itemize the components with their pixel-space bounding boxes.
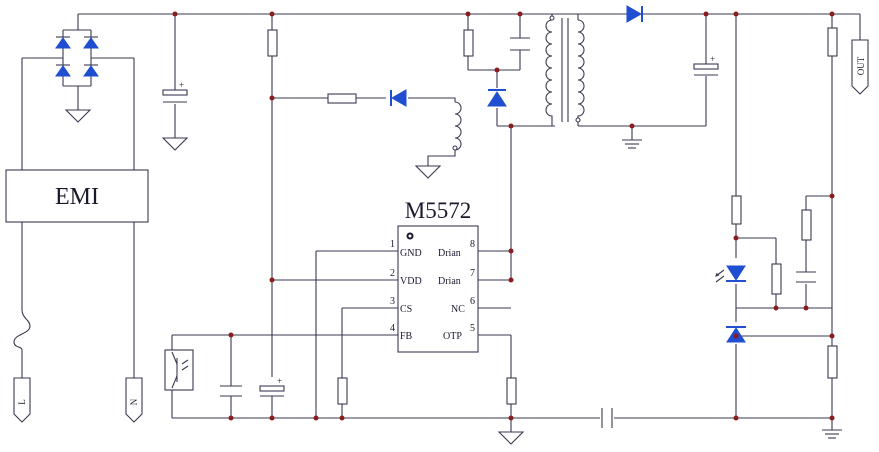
controller-ic: M5572 1 GND 2 VDD 3 CS 4 FB 8 Drian 7 Dr… — [390, 198, 479, 353]
divider-bottom-resistor — [827, 345, 838, 379]
svg-text:CS: CS — [400, 304, 412, 315]
secondary-winding — [577, 19, 585, 118]
bridge-diode-3 — [55, 65, 71, 77]
vdd-capacitor: + — [259, 376, 285, 397]
ic-left-pins: 1 GND 2 VDD 3 CS 4 FB — [390, 239, 422, 342]
primary-winding — [545, 19, 553, 118]
svg-text:8: 8 — [470, 239, 475, 250]
ic-name: M5572 — [405, 198, 471, 223]
fb-capacitor — [220, 385, 242, 397]
divider-top-resistor — [801, 209, 812, 241]
bridge-rectifier — [55, 36, 99, 77]
ground-bridge — [64, 109, 92, 123]
comp-resistor — [771, 263, 782, 295]
bridge-diode-4 — [83, 65, 99, 77]
ground-output — [822, 429, 842, 439]
terminal-neutral: N — [125, 377, 143, 423]
svg-text:5: 5 — [470, 323, 475, 334]
svg-text:OUT: OUT — [856, 56, 866, 75]
led-resistor — [731, 195, 742, 225]
ground-symbols — [64, 109, 842, 445]
svg-text:6: 6 — [470, 296, 475, 307]
aux-resistor — [327, 93, 357, 104]
snubber-capacitor — [510, 37, 530, 51]
ground-aux — [414, 165, 442, 179]
ground-secondary — [622, 139, 642, 149]
svg-text:+: + — [710, 54, 715, 64]
svg-text:4: 4 — [390, 323, 395, 334]
diodes — [390, 5, 746, 343]
cs-resistor — [337, 377, 348, 405]
svg-text:1: 1 — [390, 239, 395, 250]
bridge-diode-1 — [55, 37, 71, 49]
svg-text:VDD: VDD — [400, 276, 422, 287]
bridge-diode-2 — [83, 37, 99, 49]
ic-right-pins: 8 Drian 7 Drian 6 NC 5 OTP — [438, 239, 475, 342]
terminal-line: L — [13, 377, 31, 423]
svg-text:OTP: OTP — [443, 331, 462, 342]
svg-text:Drian: Drian — [438, 276, 461, 287]
ground-bulk — [161, 137, 189, 151]
wiring — [21, 13, 860, 432]
snubber-diode — [487, 89, 507, 107]
emi-filter-block: EMI — [5, 169, 149, 223]
snubber-resistor — [463, 29, 474, 57]
svg-text:NC: NC — [451, 304, 465, 315]
startup-resistor — [267, 29, 278, 57]
comp-capacitor — [796, 271, 816, 283]
svg-text:FB: FB — [400, 331, 413, 342]
dummy-load-resistor — [827, 27, 838, 57]
svg-text:Drian: Drian — [438, 248, 461, 259]
terminal-output: OUT — [851, 14, 869, 95]
output-capacitor: + — [693, 54, 719, 76]
optocoupler-led — [715, 265, 746, 283]
flyback-transformer — [452, 15, 585, 151]
aux-winding — [454, 101, 462, 151]
capacitors: + + + — [162, 37, 816, 428]
ground-primary — [497, 431, 525, 445]
svg-text:+: + — [277, 376, 282, 386]
svg-text:7: 7 — [470, 268, 475, 279]
junction-dots — [172, 11, 835, 421]
svg-text:GND: GND — [400, 248, 422, 259]
aux-diode — [390, 89, 407, 107]
svg-text:+: + — [179, 80, 184, 90]
otp-resistor — [506, 377, 517, 405]
svg-text:N: N — [129, 398, 139, 405]
svg-text:2: 2 — [390, 268, 395, 279]
y-capacitor — [601, 408, 613, 428]
resistors — [267, 27, 838, 405]
optocoupler-transistor — [164, 349, 194, 391]
svg-text:L: L — [17, 399, 27, 405]
svg-text:3: 3 — [390, 296, 395, 307]
bulk-capacitor: + — [162, 80, 188, 103]
emi-label: EMI — [55, 184, 99, 210]
fuse — [13, 309, 31, 351]
output-rectifier-diode — [626, 5, 706, 23]
